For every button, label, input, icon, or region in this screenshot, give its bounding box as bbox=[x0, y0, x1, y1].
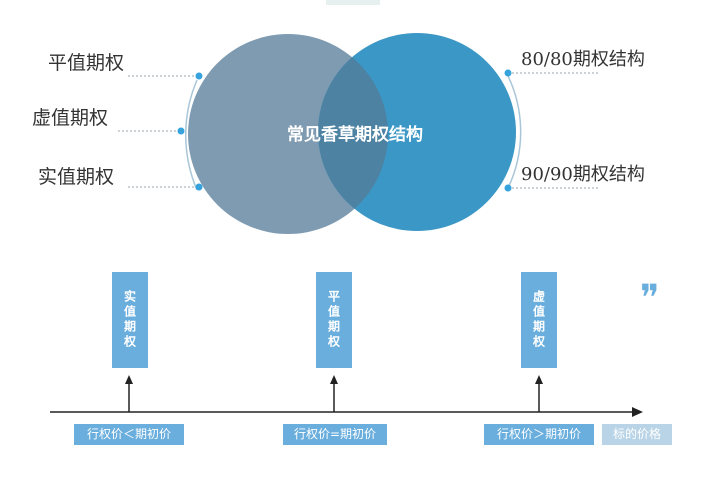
up-arrow-3-head bbox=[535, 375, 543, 384]
condition-atm: 行权价=期初价 bbox=[283, 424, 387, 445]
venn-overlap bbox=[318, 34, 388, 231]
left-arc bbox=[184, 79, 198, 191]
left-label-otm: 虚值期权 bbox=[32, 107, 109, 129]
right-arc bbox=[507, 75, 522, 189]
box-otm: 虚值期权 bbox=[521, 272, 557, 368]
condition-itm: 行权价＜期初价 bbox=[74, 424, 184, 445]
right-label-90-90: 90/90期权结构 bbox=[521, 164, 645, 185]
right-dot-2 bbox=[504, 184, 512, 192]
condition-otm: 行权价＞期初价 bbox=[484, 424, 594, 445]
price-axis-arrowhead bbox=[632, 407, 643, 417]
up-arrow-1-head bbox=[125, 375, 133, 384]
venn-title: 常见香草期权结构 bbox=[287, 125, 423, 145]
left-dot-2 bbox=[177, 127, 185, 135]
up-arrow-2-head bbox=[330, 375, 338, 384]
top-accent-bar bbox=[326, 0, 380, 5]
left-label-itm: 实值期权 bbox=[38, 166, 115, 188]
right-dot-1 bbox=[504, 69, 512, 77]
left-dot-1 bbox=[195, 72, 203, 80]
box-itm: 实值期权 bbox=[112, 272, 148, 368]
left-label-atm: 平值期权 bbox=[48, 52, 125, 74]
price-label: 标的价格 bbox=[602, 424, 672, 445]
right-label-80-80: 80/80期权结构 bbox=[521, 49, 645, 70]
box-atm: 平值期权 bbox=[316, 272, 352, 368]
quote-mark-icon: ❞ bbox=[640, 278, 660, 319]
left-dot-3 bbox=[195, 183, 203, 191]
